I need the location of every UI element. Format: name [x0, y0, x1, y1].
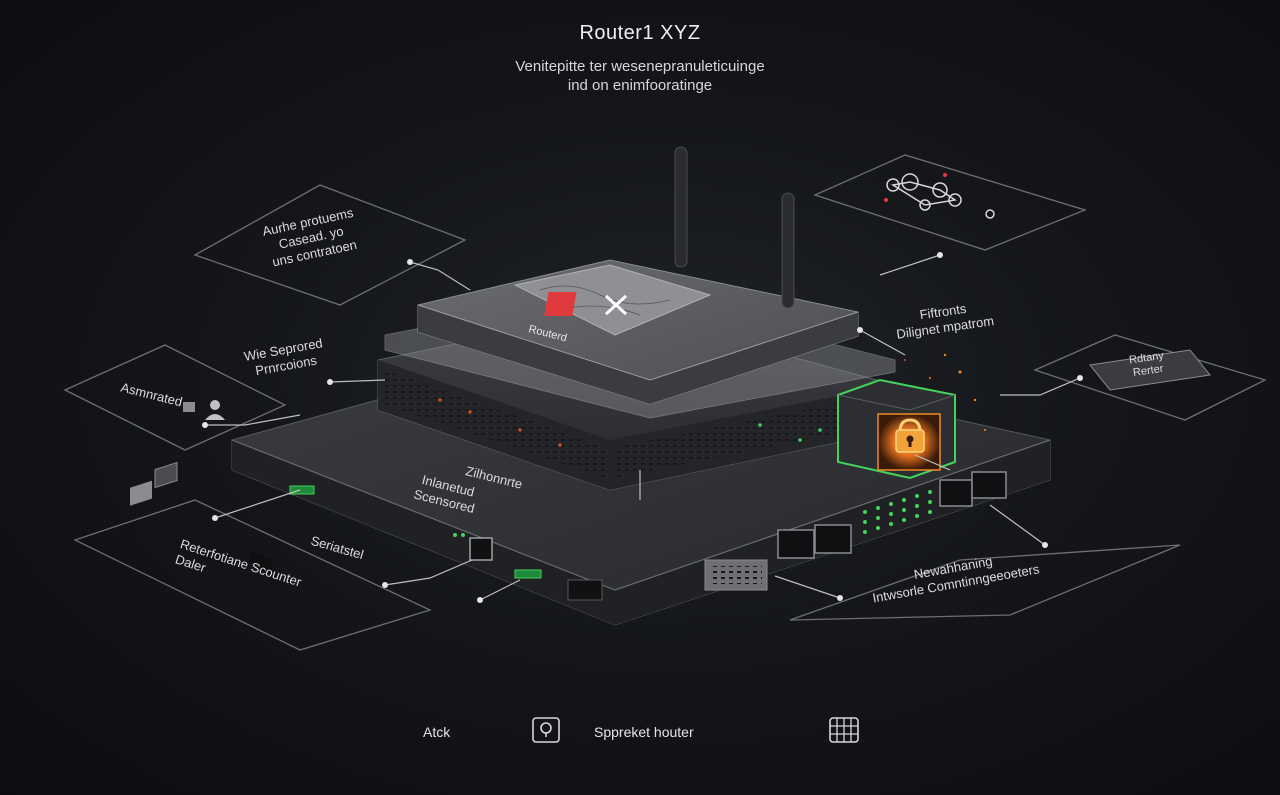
network-nodes-icon	[884, 173, 995, 219]
subtitle-line-2: ind on enimfooratinge	[567, 77, 713, 94]
page-title: Router1 XYZ	[579, 22, 701, 44]
lan-port-3	[939, 479, 973, 507]
person-icon	[183, 400, 225, 420]
led-matrix	[453, 490, 932, 537]
grid-icon[interactable]	[826, 716, 862, 744]
connector-lines	[205, 254, 1081, 601]
router-top-plate: Routerd	[417, 259, 859, 405]
panel-icons	[130, 461, 178, 506]
ethernet-port	[469, 537, 493, 561]
antenna-right	[781, 192, 795, 309]
connector-dots	[202, 252, 1083, 603]
callout-box-right	[1033, 334, 1267, 421]
callout-box-top-right	[813, 154, 1087, 251]
antenna-left	[674, 146, 688, 268]
lightbulb-icon[interactable]	[528, 716, 564, 744]
padlock-icon	[895, 418, 925, 453]
subtitle-line-1: Venitepitte ter wesenepranuleticuinge	[515, 58, 765, 75]
right-tag-box	[1089, 349, 1211, 391]
callout-box-bottom-left	[73, 499, 432, 651]
status-led-green	[289, 485, 315, 495]
lan-port-1	[777, 529, 815, 559]
callout-box-top-left	[193, 184, 467, 306]
callout-box-bottom-right	[789, 544, 1181, 621]
callout-right-tag: Rdtany Rerter	[1128, 350, 1166, 381]
callout-box-left	[63, 344, 287, 451]
page-subtitle: Venitepitte ter wesenepranuleticuinge in…	[440, 57, 840, 95]
lan-port-4	[971, 471, 1007, 499]
warning-x-icon	[544, 292, 577, 316]
lan-port-2	[814, 524, 852, 554]
footer-item-atck[interactable]: Atck	[423, 724, 451, 740]
footer-item-sppreket[interactable]: Sppreket houter	[594, 724, 694, 740]
